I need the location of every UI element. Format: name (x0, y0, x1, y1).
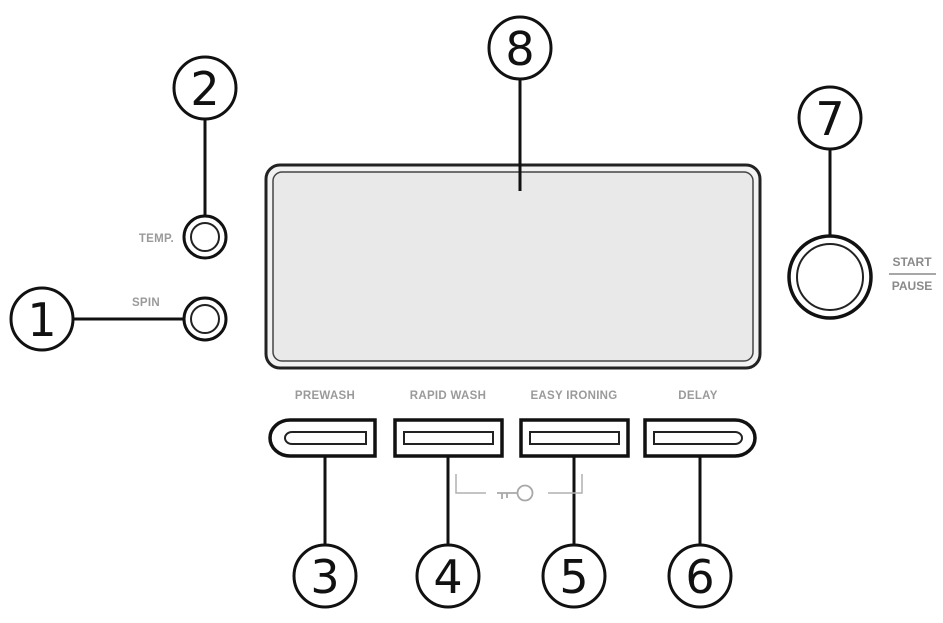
callout-8-number: 8 (505, 22, 534, 76)
pause-label: PAUSE (892, 279, 932, 293)
callout-3-number: 3 (310, 550, 339, 604)
start-pause-button[interactable] (787, 234, 873, 320)
easy-ironing-button[interactable] (519, 418, 630, 458)
delay-label: DELAY (678, 390, 717, 402)
delay-button[interactable] (643, 418, 757, 458)
temp-label: TEMP. (139, 233, 174, 245)
callout-6-circle (667, 543, 733, 609)
key-icon (497, 484, 534, 502)
callout-2-circle (172, 55, 238, 121)
callout-8-circle (487, 15, 553, 81)
callout-7-number: 7 (815, 92, 844, 146)
callout-1-circle (9, 286, 75, 352)
callout-4-number: 4 (433, 550, 462, 604)
display-screen (264, 163, 762, 370)
callout-2-number: 2 (190, 62, 219, 116)
rapid-wash-label: RAPID WASH (410, 390, 486, 402)
start-label: START (892, 255, 932, 269)
callout-1-number: 1 (27, 293, 56, 347)
callout-7-circle (797, 85, 863, 151)
spin-knob[interactable] (182, 296, 228, 342)
callout-3-circle (292, 543, 358, 609)
callout-4-circle (415, 543, 481, 609)
spin-label: SPIN (132, 297, 160, 309)
easy-ironing-label: EASY IRONING (530, 390, 617, 402)
child-lock-bracket (455, 474, 583, 494)
callout-6-number: 6 (685, 550, 714, 604)
callout-5-number: 5 (559, 550, 588, 604)
temp-knob[interactable] (182, 214, 228, 260)
rapid-wash-button[interactable] (393, 418, 504, 458)
prewash-button[interactable] (268, 418, 377, 458)
prewash-label: PREWASH (295, 390, 355, 402)
callout-5-circle (541, 543, 607, 609)
